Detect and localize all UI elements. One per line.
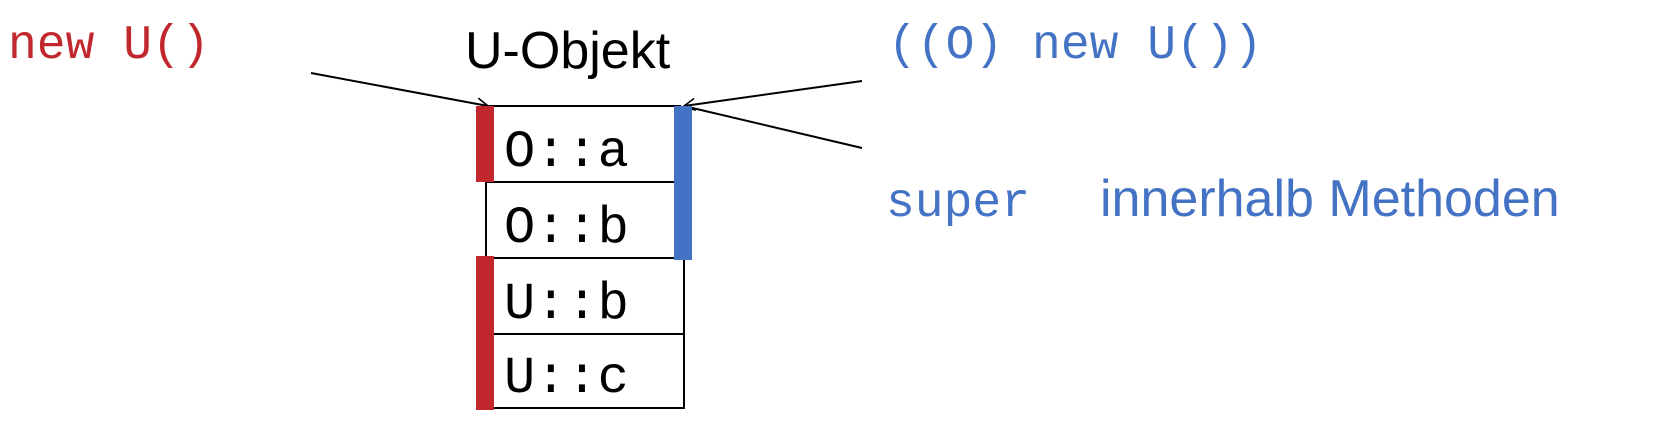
arrow-from-new-u — [310, 72, 490, 111]
red-bar-top — [476, 106, 494, 182]
field-box-o-b — [485, 181, 681, 259]
super-description: innerhalb Methoden — [1100, 170, 1560, 228]
object-title: U-Objekt — [465, 22, 671, 80]
field-box-o-a — [485, 105, 681, 183]
cast-expression-label: ((O) new U()) — [888, 19, 1262, 73]
arrow-from-super — [683, 105, 863, 149]
field-label-u-b: U::b — [504, 275, 629, 334]
arrow-from-cast — [682, 80, 863, 112]
super-keyword: super — [886, 177, 1030, 231]
field-label-o-b: O::b — [504, 199, 629, 258]
field-label-u-c: U::c — [504, 349, 629, 408]
field-label-o-a: O::a — [504, 123, 629, 182]
field-box-u-c — [485, 333, 685, 409]
field-box-u-b — [485, 257, 685, 335]
red-bar-bottom — [476, 256, 494, 410]
new-u-label: new U() — [8, 19, 210, 73]
blue-bar — [674, 106, 692, 260]
